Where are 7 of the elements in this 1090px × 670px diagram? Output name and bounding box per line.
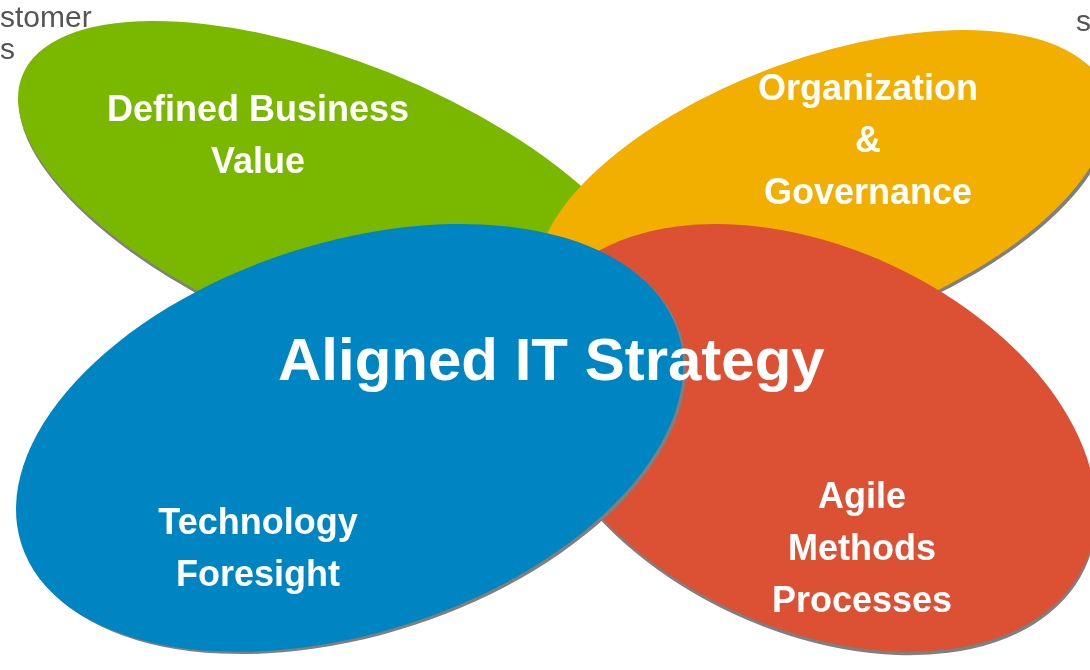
ellipse-label: Defined Business Value (105, 87, 411, 183)
ellipse-label: Technology Foresight (157, 500, 359, 596)
partial-text: stomer (0, 0, 92, 35)
partial-text: s (0, 32, 15, 67)
ellipse-label: Agile Methods Processes (770, 474, 954, 622)
ellipse-label: Organization & Governance (756, 66, 979, 214)
partial-text: s (1076, 4, 1090, 39)
